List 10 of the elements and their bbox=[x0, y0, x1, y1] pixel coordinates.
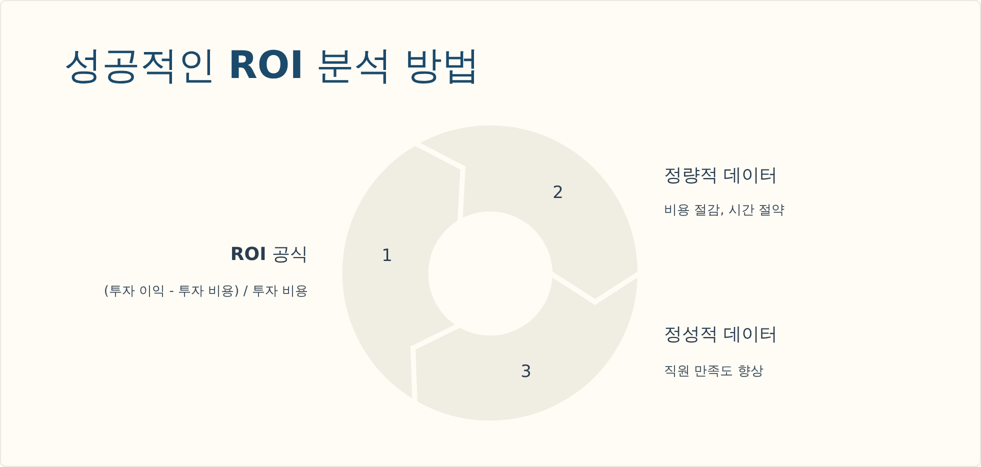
step-heading: 정량적 데이터 bbox=[664, 164, 778, 187]
step-number: 1 bbox=[382, 246, 392, 266]
step-heading: ROI 공식 bbox=[230, 243, 308, 266]
step-number: 2 bbox=[552, 183, 564, 203]
step-number: 3 bbox=[520, 362, 532, 382]
title: 성공적인 ROI 분석 방법 bbox=[64, 42, 480, 89]
step-heading: 정성적 데이터 bbox=[664, 323, 778, 346]
step-description: 직원 만족도 향상 bbox=[664, 363, 764, 380]
step-description: (투자 이익 - 투자 비용) / 투자 비용 bbox=[104, 283, 308, 300]
step-description: 비용 절감, 시간 절약 bbox=[664, 202, 785, 219]
